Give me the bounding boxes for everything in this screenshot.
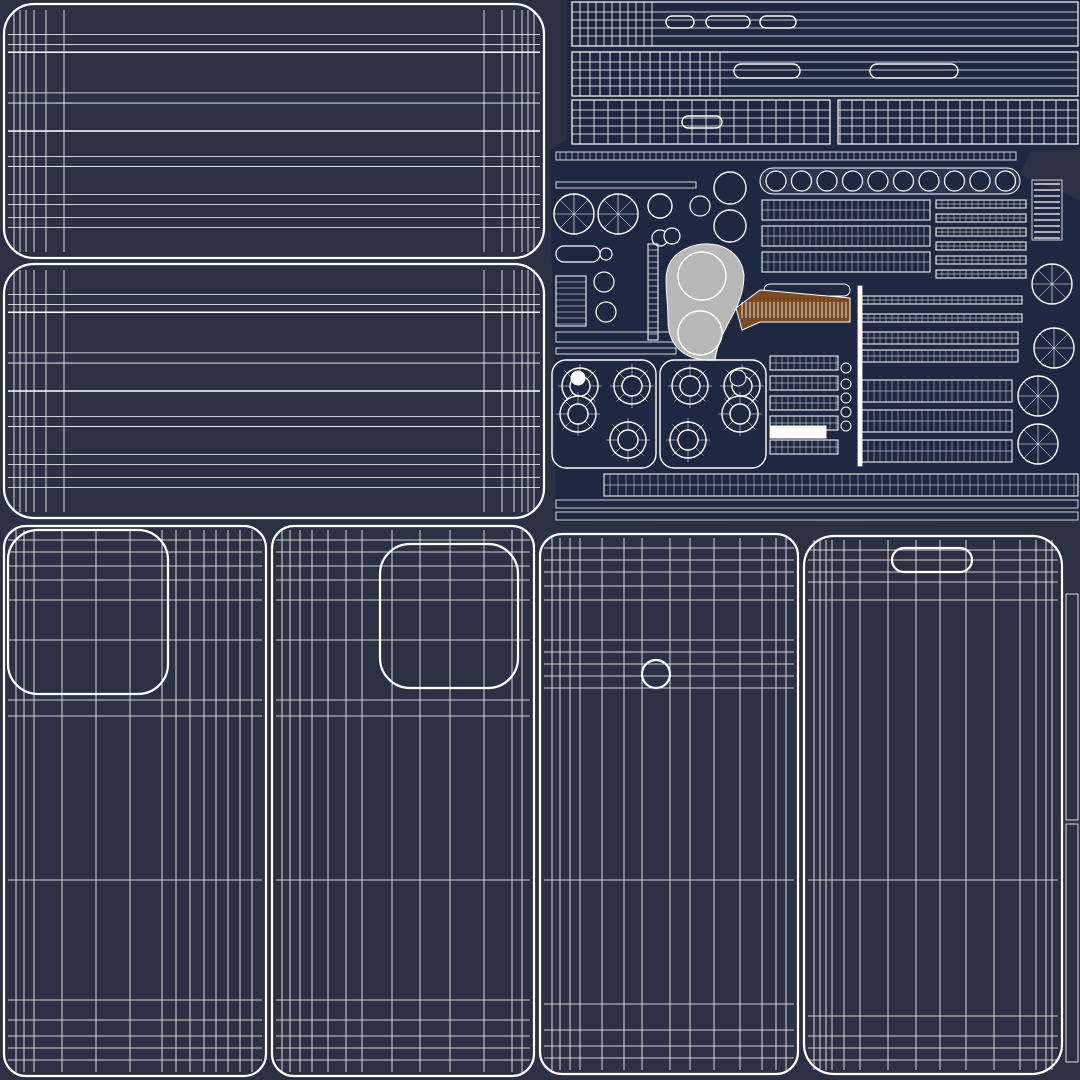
screw-icon — [593, 271, 615, 293]
camera-lens-icon — [892, 170, 915, 192]
panel-top-left-2-wireframe — [8, 270, 540, 512]
edge-strip — [1065, 593, 1079, 1063]
back-panel-left-wireframe — [8, 530, 262, 1072]
camera-lens-icon — [765, 170, 787, 192]
back-panel-right-wireframe — [276, 530, 530, 1072]
screw-icon — [840, 420, 852, 432]
button-icon — [733, 63, 801, 79]
brown-strip — [735, 289, 851, 331]
grey-lens-island — [665, 243, 745, 361]
button-icon — [869, 63, 959, 79]
camera-lens-icon — [713, 209, 747, 243]
camera-lens-icon — [713, 171, 747, 205]
logo-circle-icon — [640, 658, 672, 690]
front-screen-panel-wireframe — [808, 540, 1058, 1070]
screw-icon — [840, 406, 852, 418]
camera-lens-icon — [918, 170, 940, 192]
panel-top-left-1 — [2, 2, 546, 260]
bottom-strips — [555, 473, 1079, 521]
parts-island — [550, 0, 1080, 522]
brown-strip-ticks — [741, 302, 847, 318]
screw-icon — [689, 195, 711, 217]
screw-icon — [599, 247, 613, 261]
front-screen-panel — [802, 534, 1064, 1076]
screw-icon — [840, 392, 852, 404]
camera-lens-icon — [790, 170, 813, 192]
button-icon — [705, 15, 751, 29]
button-icon — [665, 15, 695, 29]
camera-lens-icon — [841, 170, 864, 192]
screw-icon — [840, 378, 852, 390]
port-icon — [681, 115, 723, 129]
camera-lens-icon — [943, 170, 966, 192]
camera-lens-icon — [647, 193, 673, 219]
camera-lens-icon — [677, 310, 723, 356]
screw-icon — [663, 227, 681, 245]
screw-icon — [595, 301, 617, 323]
back-panel-navy-wireframe — [544, 538, 794, 1070]
camera-lens-icon — [969, 170, 991, 192]
speaker-grille-icon — [761, 199, 1027, 467]
camera-lens-icon — [994, 170, 1017, 192]
frame-strips — [555, 1, 1079, 241]
lens-group — [553, 167, 1075, 465]
camera-bump-left — [6, 528, 170, 696]
panel-top-left-1-wireframe — [8, 10, 540, 252]
camera-lens-icon — [677, 251, 727, 301]
panel-top-left-2 — [2, 262, 546, 520]
screw-icon — [840, 362, 852, 374]
button-icon — [759, 15, 797, 29]
back-panel-left — [2, 524, 268, 1078]
camera-module-lenses — [556, 364, 764, 462]
dynamic-island-icon — [890, 546, 974, 574]
back-panel-right — [270, 524, 536, 1078]
camera-module-right — [659, 359, 767, 469]
camera-lens-icon — [816, 170, 838, 192]
camera-module-left — [551, 359, 657, 469]
camera-lens-icon — [867, 170, 889, 192]
back-panel-navy — [538, 532, 800, 1076]
camera-bump-right — [378, 542, 520, 690]
